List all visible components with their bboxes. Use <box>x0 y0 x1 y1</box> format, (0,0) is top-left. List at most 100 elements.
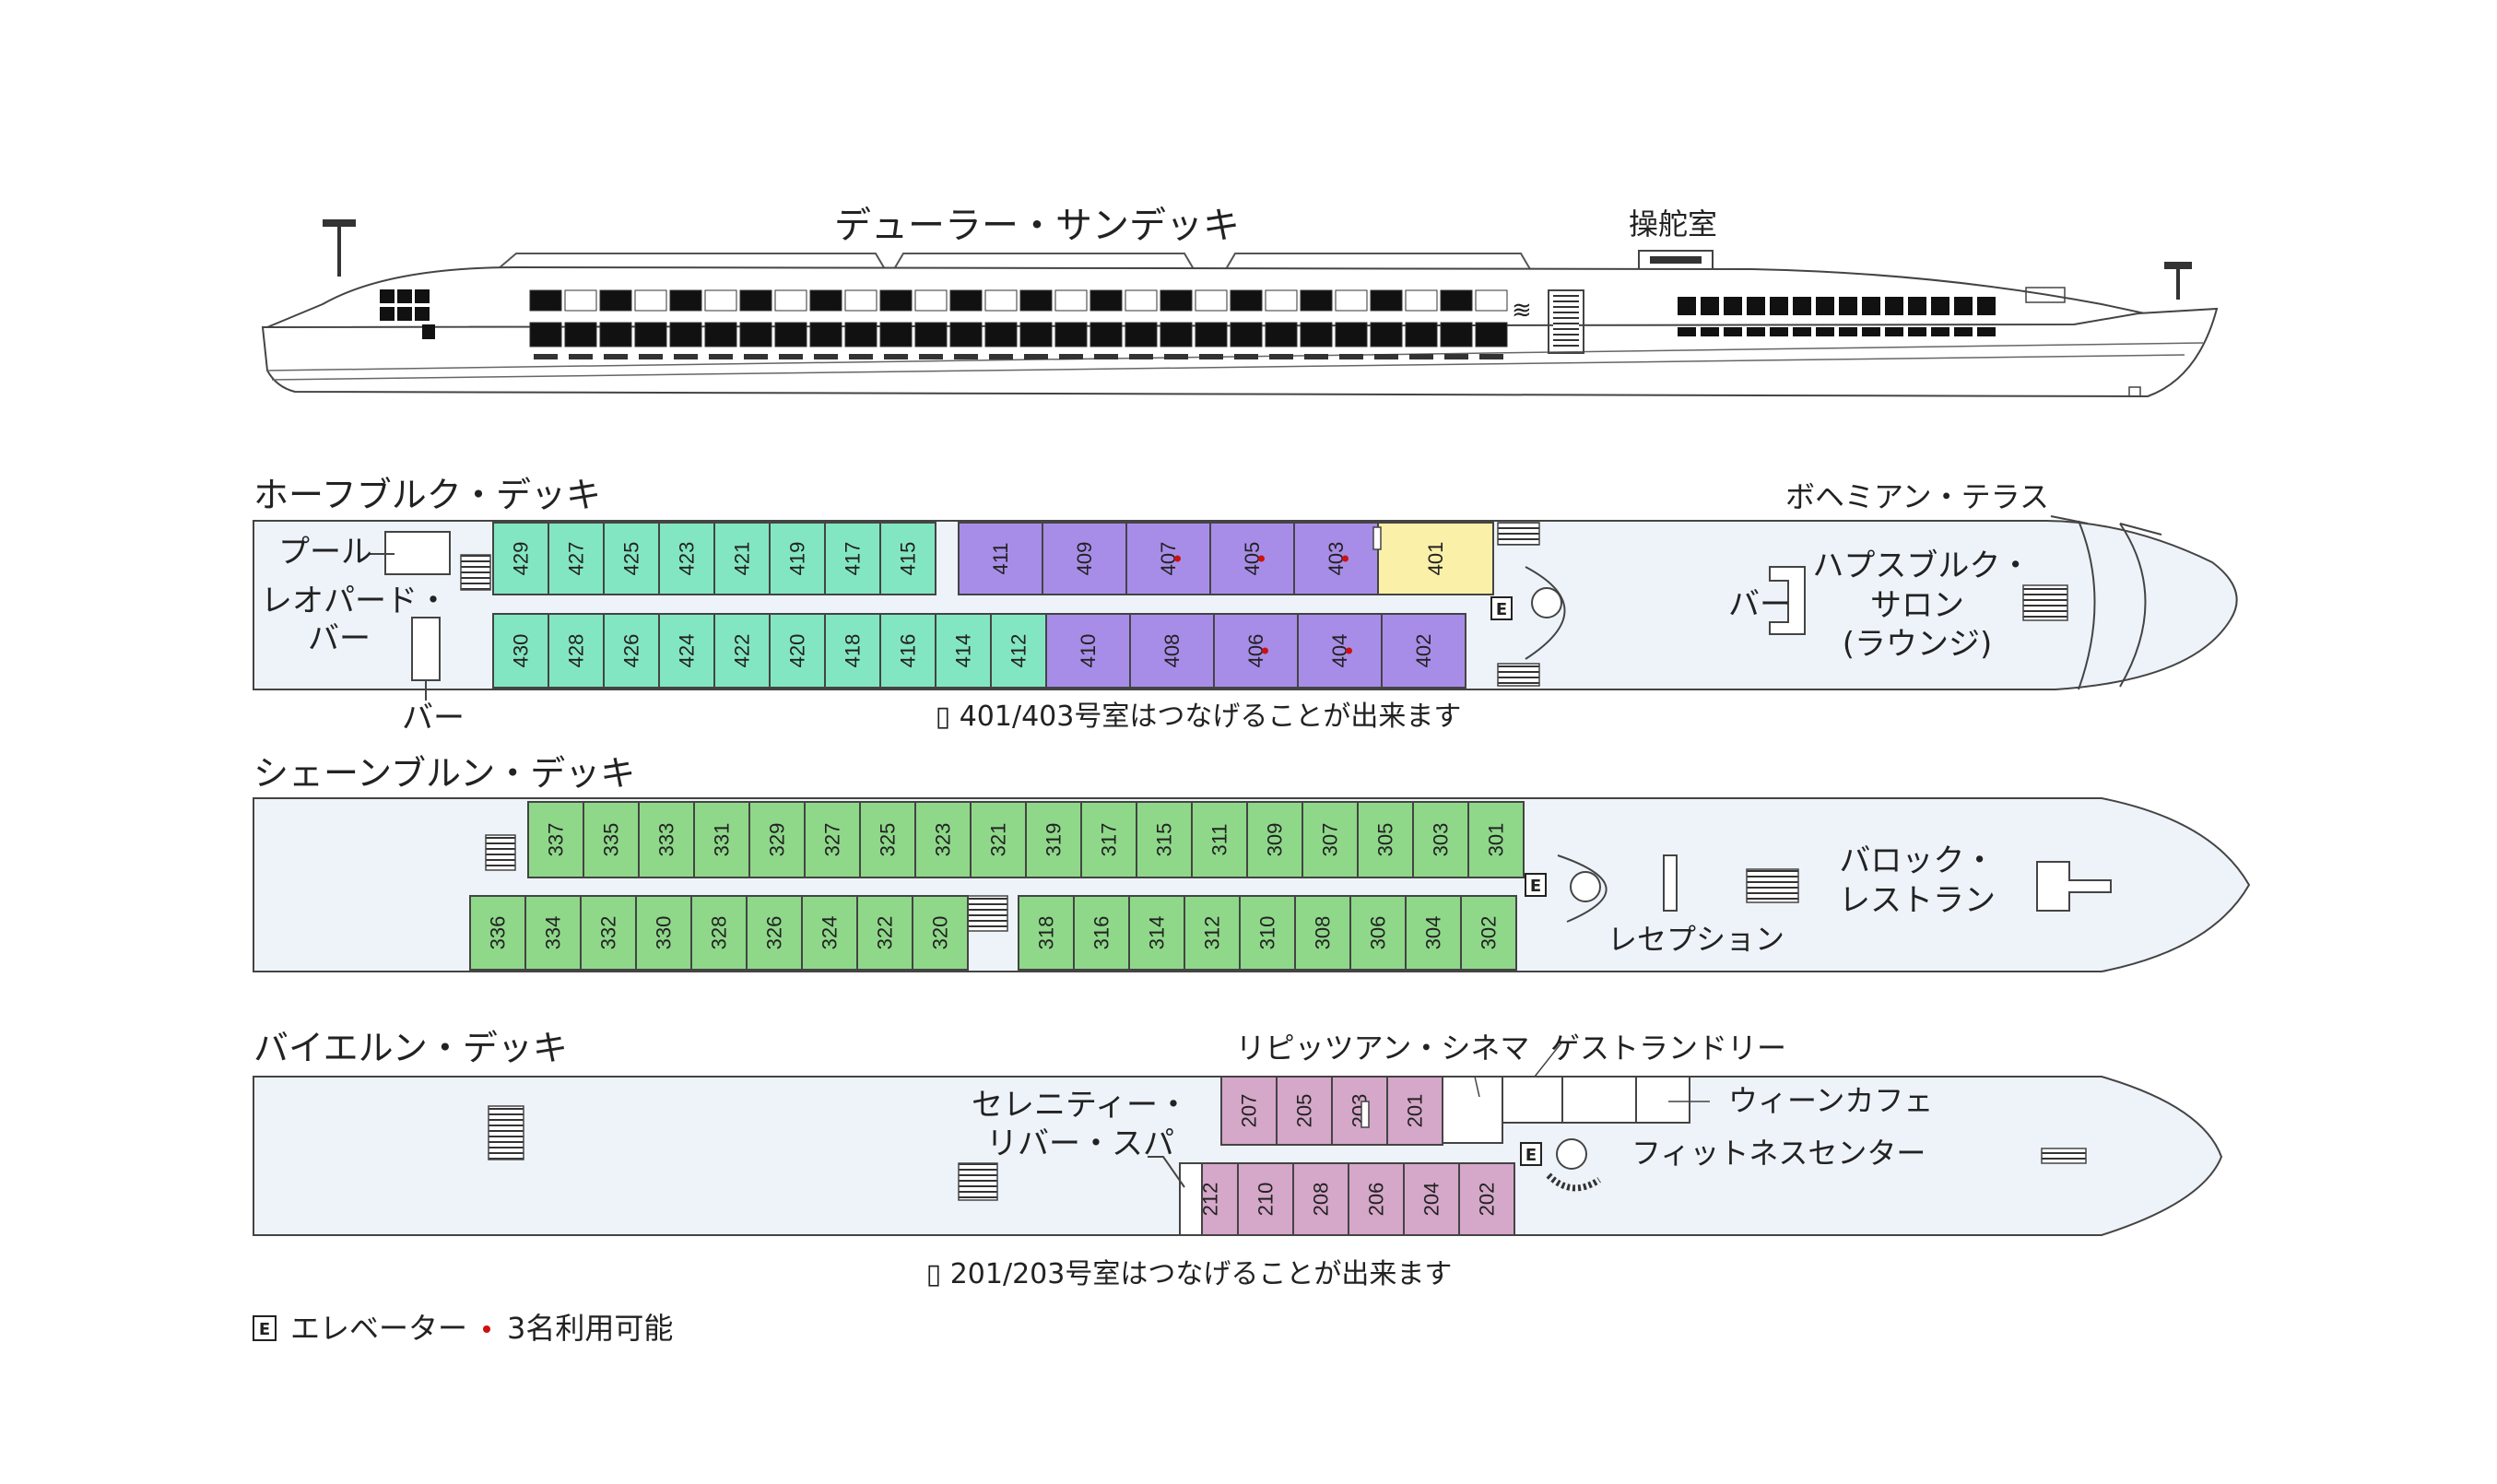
cabin-305[interactable]: 305 <box>1357 801 1414 878</box>
cabin-330[interactable]: 330 <box>635 895 692 971</box>
cabin-419[interactable]: 419 <box>769 522 826 595</box>
cabin-428[interactable]: 428 <box>548 613 605 689</box>
cabin-323[interactable]: 323 <box>914 801 972 878</box>
cabin-405[interactable]: 405 <box>1209 522 1295 595</box>
cabin-number: 327 <box>821 823 844 857</box>
cabin-314[interactable]: 314 <box>1128 895 1185 971</box>
cabin-number: 208 <box>1310 1183 1333 1217</box>
cabin-309[interactable]: 309 <box>1246 801 1303 878</box>
cabin-number: 325 <box>877 823 900 857</box>
cabin-407[interactable]: 407 <box>1125 522 1211 595</box>
cabin-number: 318 <box>1035 916 1058 950</box>
cabin-414[interactable]: 414 <box>935 613 992 689</box>
cabin-number: 304 <box>1422 916 1445 950</box>
cabin-205[interactable]: 205 <box>1276 1076 1333 1146</box>
cabin-412[interactable]: 412 <box>990 613 1047 689</box>
cabin-402[interactable]: 402 <box>1381 613 1466 689</box>
cabin-331[interactable]: 331 <box>693 801 750 878</box>
cabin-308[interactable]: 308 <box>1294 895 1351 971</box>
cabin-number: 310 <box>1256 916 1279 950</box>
cabin-403[interactable]: 403 <box>1293 522 1379 595</box>
laundry-label: ゲストランドリー <box>1550 1031 1786 1066</box>
cabin-415[interactable]: 415 <box>879 522 936 595</box>
cabin-404[interactable]: 404 <box>1297 613 1383 689</box>
legend-three-text: 3名利用可能 <box>507 1311 673 1346</box>
cabin-number: 426 <box>620 634 643 668</box>
cabin-318[interactable]: 318 <box>1018 895 1075 971</box>
cabin-204[interactable]: 204 <box>1403 1162 1460 1236</box>
cabin-317[interactable]: 317 <box>1080 801 1137 878</box>
cabin-425[interactable]: 425 <box>603 522 660 595</box>
cabin-426[interactable]: 426 <box>603 613 660 689</box>
cabin-202[interactable]: 202 <box>1458 1162 1515 1236</box>
cabin-416[interactable]: 416 <box>879 613 936 689</box>
cabin-410[interactable]: 410 <box>1045 613 1131 689</box>
cabin-306[interactable]: 306 <box>1349 895 1407 971</box>
cabin-206[interactable]: 206 <box>1348 1162 1405 1236</box>
cabin-411[interactable]: 411 <box>958 522 1043 595</box>
cabin-201[interactable]: 201 <box>1386 1076 1443 1146</box>
cabin-423[interactable]: 423 <box>658 522 715 595</box>
cabin-number: 316 <box>1090 916 1113 950</box>
cabin-408[interactable]: 408 <box>1129 613 1215 689</box>
cabin-number: 326 <box>763 916 786 950</box>
bar-salon <box>1769 566 1806 635</box>
cabin-number: 317 <box>1098 823 1121 857</box>
cabin-number: 302 <box>1478 916 1501 950</box>
cabin-322[interactable]: 322 <box>856 895 913 971</box>
cabin-302[interactable]: 302 <box>1460 895 1517 971</box>
cabin-number: 410 <box>1077 634 1100 668</box>
cabin-312[interactable]: 312 <box>1184 895 1241 971</box>
cabin-321[interactable]: 321 <box>970 801 1027 878</box>
cabin-430[interactable]: 430 <box>492 613 549 689</box>
cabin-336[interactable]: 336 <box>469 895 526 971</box>
cabin-320[interactable]: 320 <box>912 895 969 971</box>
cabin-203[interactable]: 203 <box>1331 1076 1388 1146</box>
cabin-406[interactable]: 406 <box>1213 613 1299 689</box>
cabin-210[interactable]: 210 <box>1237 1162 1294 1236</box>
cabin-401[interactable]: 401 <box>1377 522 1494 595</box>
cabin-207[interactable]: 207 <box>1220 1076 1278 1146</box>
cabin-303[interactable]: 303 <box>1412 801 1469 878</box>
cabin-417[interactable]: 417 <box>824 522 881 595</box>
habsburg-label-2: サロン <box>1870 587 1964 624</box>
cabin-301[interactable]: 301 <box>1467 801 1525 878</box>
cabin-324[interactable]: 324 <box>801 895 858 971</box>
cabin-334[interactable]: 334 <box>524 895 582 971</box>
cabin-325[interactable]: 325 <box>859 801 916 878</box>
svg-text:E: E <box>259 1320 270 1339</box>
cabin-427[interactable]: 427 <box>548 522 605 595</box>
cabin-335[interactable]: 335 <box>583 801 640 878</box>
cabin-number: 423 <box>676 542 699 576</box>
cabin-337[interactable]: 337 <box>527 801 584 878</box>
cabin-424[interactable]: 424 <box>658 613 715 689</box>
cabin-304[interactable]: 304 <box>1405 895 1462 971</box>
cabin-316[interactable]: 316 <box>1073 895 1130 971</box>
cabin-329[interactable]: 329 <box>748 801 806 878</box>
cabin-422[interactable]: 422 <box>713 613 771 689</box>
deck4-note: ▯ 401/403号室はつなげることが出来ます <box>936 701 1462 733</box>
cabin-333[interactable]: 333 <box>638 801 695 878</box>
cabin-307[interactable]: 307 <box>1302 801 1359 878</box>
cabin-number: 303 <box>1430 823 1453 857</box>
cabin-310[interactable]: 310 <box>1239 895 1296 971</box>
baroque-label-2: レストラン <box>1839 882 1996 919</box>
cabin-332[interactable]: 332 <box>580 895 637 971</box>
cabin-418[interactable]: 418 <box>824 613 881 689</box>
cabin-420[interactable]: 420 <box>769 613 826 689</box>
cabin-319[interactable]: 319 <box>1025 801 1082 878</box>
cabin-326[interactable]: 326 <box>746 895 803 971</box>
cabin-311[interactable]: 311 <box>1191 801 1248 878</box>
cabin-409[interactable]: 409 <box>1042 522 1127 595</box>
cabin-number: 207 <box>1238 1094 1261 1128</box>
cabin-327[interactable]: 327 <box>804 801 861 878</box>
cabin-429[interactable]: 429 <box>492 522 549 595</box>
cabin-421[interactable]: 421 <box>713 522 771 595</box>
cabin-208[interactable]: 208 <box>1292 1162 1349 1236</box>
bohemian-terrace-label: ボヘミアン・テラス <box>1785 479 2049 514</box>
cabin-315[interactable]: 315 <box>1136 801 1193 878</box>
cabin-number: 324 <box>819 916 842 950</box>
cabin-328[interactable]: 328 <box>690 895 748 971</box>
